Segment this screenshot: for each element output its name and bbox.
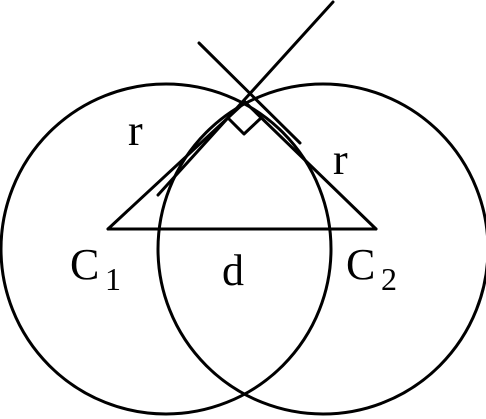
circle-c2 — [156, 82, 486, 416]
label-center-c1-subscript: 1 — [105, 261, 121, 297]
label-center-c2-subscript: 2 — [381, 261, 397, 297]
label-radius-right: r — [333, 135, 348, 184]
segment-c1-to-intersection — [106, 100, 247, 231]
label-distance: d — [222, 246, 244, 295]
label-center-c1: C — [70, 240, 99, 289]
label-radius-left: r — [128, 106, 143, 155]
right-angle-marker — [226, 116, 263, 136]
segment-c2-to-intersection — [243, 100, 378, 231]
label-center-c2: C — [346, 240, 375, 289]
tangent-line-long — [156, 0, 335, 197]
circle-c1 — [0, 82, 333, 416]
